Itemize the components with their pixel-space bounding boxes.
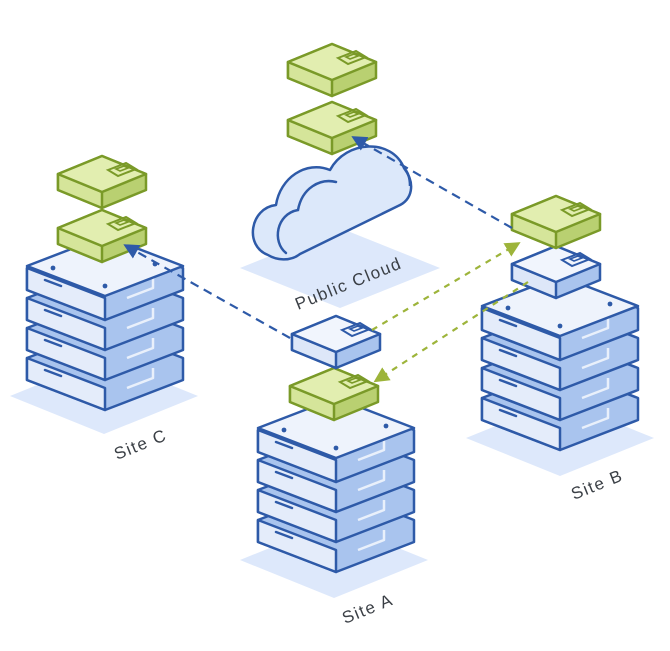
site-c-label: Site C <box>111 425 169 463</box>
server-rack-icon <box>480 274 640 452</box>
site-a-label: Site A <box>339 590 396 628</box>
replication-links <box>123 136 529 383</box>
site-c-group: Site C <box>10 154 198 464</box>
link-site-a-to-site-b <box>371 242 521 331</box>
site-c-data-block-upper <box>56 154 148 210</box>
link-site-b-to-site-a <box>373 281 529 383</box>
site-a-group: Site A <box>240 314 428 628</box>
site-b-label: Site B <box>568 466 626 504</box>
link-site-a-to-site-c <box>123 244 291 339</box>
cloud-data-block-upper <box>286 42 378 98</box>
server-rack-icon <box>256 396 416 574</box>
site-b-data-block-green <box>510 194 602 250</box>
site-b-group: Site B <box>466 194 654 504</box>
site-a-data-block-blue <box>290 314 382 370</box>
public-cloud-group: Public Cloud <box>240 42 440 314</box>
